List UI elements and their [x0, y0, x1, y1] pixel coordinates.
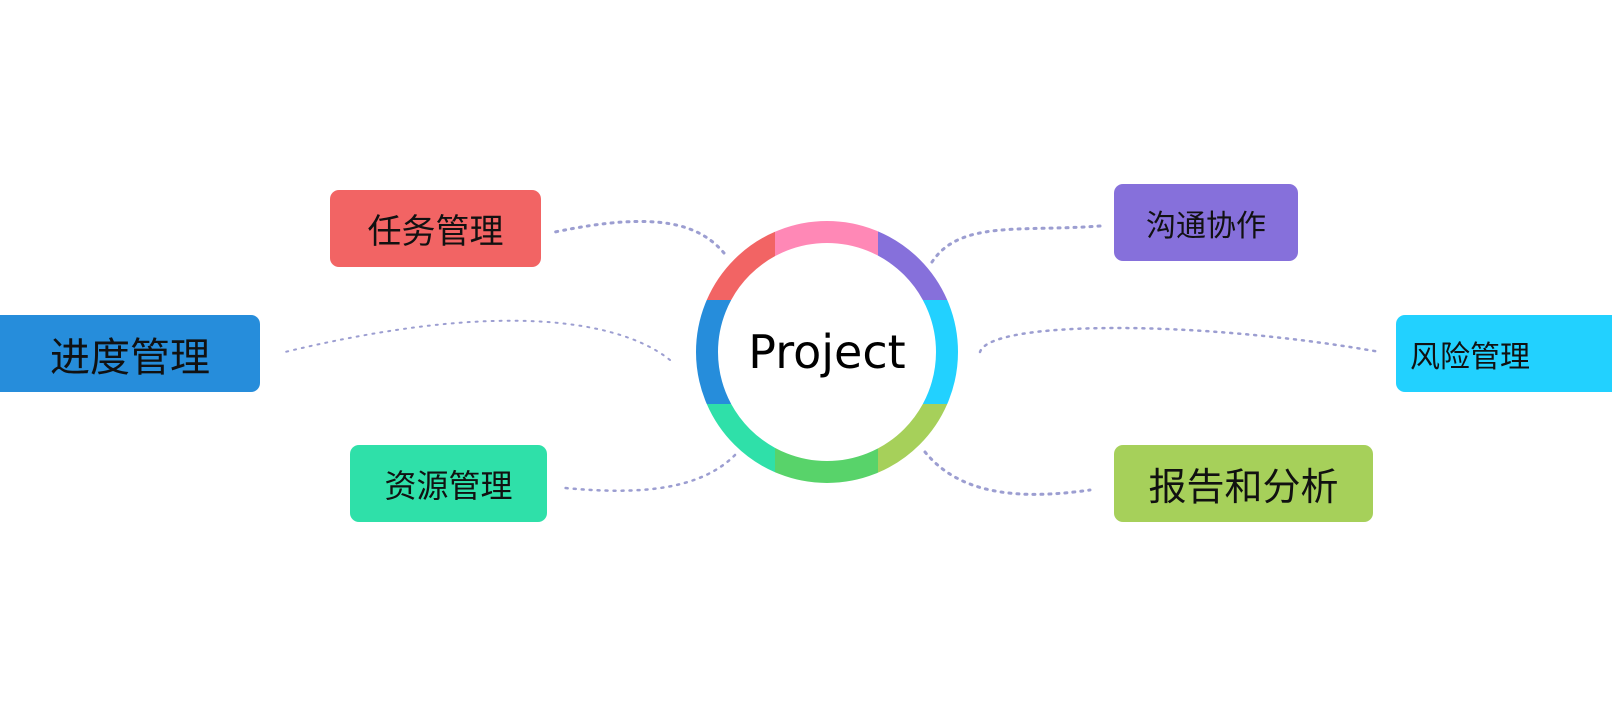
connector-resource [563, 453, 737, 492]
node-label: 任务管理 [367, 212, 504, 252]
node-risk-management[interactable]: 风险管理 [1396, 315, 1612, 392]
node-label: 报告和分析 [1148, 465, 1339, 509]
connector-communication [930, 224, 1102, 264]
ring-segment-blue [696, 300, 732, 404]
node-resource-management[interactable]: 资源管理 [350, 445, 547, 522]
connector-schedule [284, 319, 671, 361]
ring-segment-green [775, 447, 878, 483]
node-label: 沟通协作 [1146, 208, 1266, 244]
ring-segment-pink [775, 221, 878, 257]
node-communication[interactable]: 沟通协作 [1114, 184, 1298, 261]
connector-report [923, 450, 1092, 496]
node-label: 风险管理 [1410, 339, 1530, 375]
node-report-analysis[interactable]: 报告和分析 [1114, 445, 1373, 522]
node-schedule-management[interactable]: 进度管理 [0, 315, 260, 392]
connector-task [553, 219, 726, 255]
ring-segment-cyan [922, 300, 958, 404]
center-node-project[interactable]: Project [748, 325, 906, 379]
node-label: 资源管理 [384, 466, 513, 505]
connector-risk [978, 326, 1382, 354]
node-label: 进度管理 [50, 334, 210, 381]
node-task-management[interactable]: 任务管理 [330, 190, 541, 267]
